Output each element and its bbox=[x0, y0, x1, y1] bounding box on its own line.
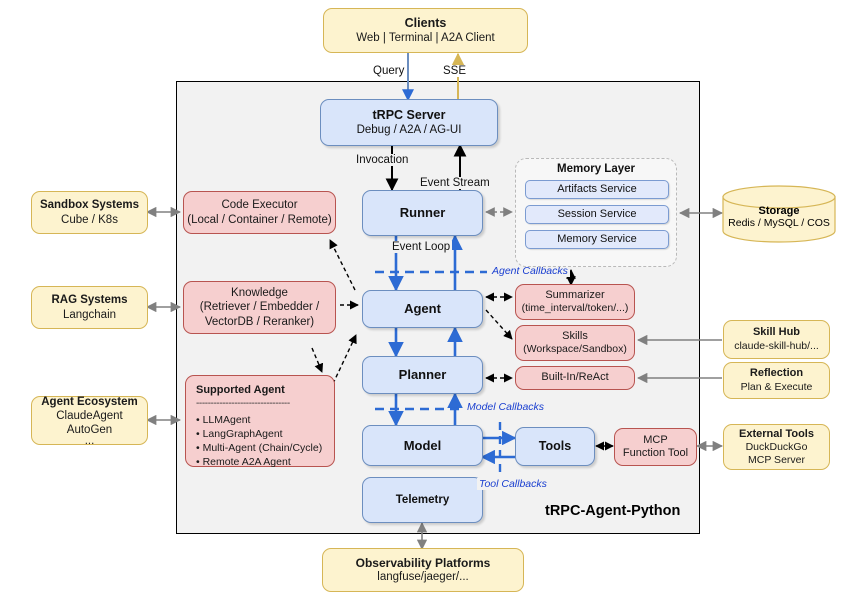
mcp-title: MCP bbox=[643, 433, 668, 446]
supported-agent-title: Supported Agent bbox=[196, 384, 285, 396]
session-service-label: Session Service bbox=[557, 207, 637, 220]
frame-label: tRPC-Agent-Python bbox=[545, 503, 681, 519]
model-title: Model bbox=[403, 437, 442, 453]
artifacts-service-box[interactable]: Artifacts Service bbox=[525, 180, 669, 199]
sandbox-systems-title: Sandbox Systems bbox=[39, 199, 140, 212]
external-tools-sub: DuckDuckGo bbox=[745, 440, 808, 453]
external-tools-title: External Tools bbox=[739, 427, 814, 440]
edge-label-invocation: Invocation bbox=[354, 154, 411, 166]
runner-title: Runner bbox=[399, 205, 446, 221]
sandbox-systems-box[interactable]: Sandbox Systems Cube / K8s bbox=[31, 191, 148, 234]
supported-agent-divider: -------------------------------- bbox=[196, 398, 290, 410]
edge-label-query: Query bbox=[371, 65, 407, 77]
observability-platforms-box[interactable]: Observability Platforms langfuse/jaeger/… bbox=[322, 548, 524, 592]
edge-label-sse: SSE bbox=[441, 65, 469, 77]
supported-agent-item: • LLMAgent bbox=[196, 413, 251, 426]
skill-hub-sub: claude-skill-hub/... bbox=[734, 339, 819, 352]
agent-ecosystem-title: Agent Ecosystem bbox=[41, 395, 138, 408]
trpc-server-box[interactable]: tRPC Server Debug / A2A / AG-UI bbox=[320, 99, 498, 146]
reflection-sub: Plan & Execute bbox=[740, 380, 813, 393]
edge-label-event-loop: Event Loop bbox=[390, 241, 453, 253]
code-executor-sub: (Local / Container / Remote) bbox=[187, 213, 332, 226]
session-service-box[interactable]: Session Service bbox=[525, 205, 669, 224]
supported-agent-item: • LangGraphAgent bbox=[196, 427, 283, 440]
builtin-react-box[interactable]: Built-In/ReAct bbox=[515, 366, 635, 390]
label-model-callbacks: Model Callbacks bbox=[465, 401, 547, 413]
skills-title: Skills bbox=[562, 329, 588, 342]
observability-sub: langfuse/jaeger/... bbox=[377, 571, 469, 584]
trpc-server-title: tRPC Server bbox=[372, 107, 446, 122]
agent-ecosystem-box[interactable]: Agent Ecosystem ClaudeAgent AutoGen ... bbox=[31, 395, 148, 447]
cylinder-shape bbox=[722, 185, 836, 243]
summarizer-sub: (time_interval/token/...) bbox=[521, 302, 629, 315]
summarizer-title: Summarizer bbox=[545, 288, 605, 301]
agent-ecosystem-sub3: ... bbox=[84, 434, 95, 447]
agent-ecosystem-sub2: AutoGen bbox=[66, 423, 113, 436]
observability-title: Observability Platforms bbox=[355, 555, 491, 570]
sandbox-systems-sub: Cube / K8s bbox=[61, 213, 118, 226]
rag-systems-box[interactable]: RAG Systems Langchain bbox=[31, 286, 148, 329]
memory-layer-group: Memory Layer Artifacts Service Session S… bbox=[515, 158, 677, 267]
planner-box[interactable]: Planner bbox=[362, 356, 483, 394]
agent-box[interactable]: Agent bbox=[362, 290, 483, 328]
telemetry-box[interactable]: Telemetry bbox=[362, 477, 483, 523]
mcp-function-tool-box[interactable]: MCP Function Tool bbox=[614, 428, 697, 466]
storage-sub: Redis / MySQL / COS bbox=[728, 217, 830, 229]
code-executor-box[interactable]: Code Executor (Local / Container / Remot… bbox=[183, 191, 336, 234]
trpc-server-sub: Debug / A2A / AG-UI bbox=[356, 124, 462, 137]
agent-title: Agent bbox=[404, 301, 441, 317]
mcp-sub: Function Tool bbox=[622, 447, 689, 459]
reflection-title: Reflection bbox=[749, 367, 804, 380]
memory-layer-title: Memory Layer bbox=[557, 163, 635, 175]
agent-ecosystem-sub: ClaudeAgent bbox=[56, 409, 123, 422]
supported-agent-item: • Multi-Agent (Chain/Cycle) bbox=[196, 441, 323, 454]
external-tools-sub2: MCP Server bbox=[748, 453, 805, 466]
clients-sub: Web | Terminal | A2A Client bbox=[356, 32, 495, 45]
skill-hub-title: Skill Hub bbox=[752, 326, 801, 339]
memory-service-label: Memory Service bbox=[557, 232, 637, 245]
rag-systems-title: RAG Systems bbox=[51, 294, 128, 307]
knowledge-sub: (Retriever / Embedder / bbox=[199, 301, 320, 314]
summarizer-box[interactable]: Summarizer (time_interval/token/...) bbox=[515, 284, 635, 320]
rag-systems-sub: Langchain bbox=[62, 308, 117, 321]
tools-box[interactable]: Tools bbox=[515, 427, 595, 466]
skills-box[interactable]: Skills (Workspace/Sandbox) bbox=[515, 325, 635, 361]
knowledge-sub2: VectorDB / Reranker) bbox=[204, 315, 315, 328]
knowledge-box[interactable]: Knowledge (Retriever / Embedder / Vector… bbox=[183, 281, 336, 334]
knowledge-title: Knowledge bbox=[231, 287, 288, 300]
runner-box[interactable]: Runner bbox=[362, 190, 483, 236]
edge-label-event-stream: Event Stream bbox=[418, 177, 492, 189]
storage-text: Storage Redis / MySQL / COS bbox=[722, 205, 836, 229]
artifacts-service-label: Artifacts Service bbox=[557, 182, 637, 195]
memory-service-box[interactable]: Memory Service bbox=[525, 230, 669, 249]
clients-title: Clients bbox=[404, 15, 447, 30]
planner-title: Planner bbox=[398, 367, 447, 383]
supported-agent-box[interactable]: Supported Agent ------------------------… bbox=[185, 375, 335, 469]
code-executor-title: Code Executor bbox=[221, 199, 298, 212]
label-agent-callbacks: Agent Callbacks bbox=[490, 265, 570, 277]
clients-box[interactable]: Clients Web | Terminal | A2A Client bbox=[323, 8, 528, 53]
skills-sub: (Workspace/Sandbox) bbox=[523, 343, 627, 356]
storage-title: Storage bbox=[758, 205, 800, 217]
model-box[interactable]: Model bbox=[362, 425, 483, 466]
external-tools-box[interactable]: External Tools DuckDuckGo MCP Server bbox=[723, 424, 830, 470]
tools-title: Tools bbox=[538, 438, 572, 453]
builtin-react-title: Built-In/ReAct bbox=[541, 371, 609, 384]
label-tool-callbacks: Tool Callbacks bbox=[477, 478, 549, 490]
reflection-box[interactable]: Reflection Plan & Execute bbox=[723, 362, 830, 399]
supported-agent-item: • Remote A2A Agent bbox=[196, 456, 291, 469]
skill-hub-box[interactable]: Skill Hub claude-skill-hub/... bbox=[723, 320, 830, 359]
telemetry-title: Telemetry bbox=[395, 493, 450, 506]
storage-cylinder[interactable]: Storage Redis / MySQL / COS bbox=[722, 185, 836, 243]
